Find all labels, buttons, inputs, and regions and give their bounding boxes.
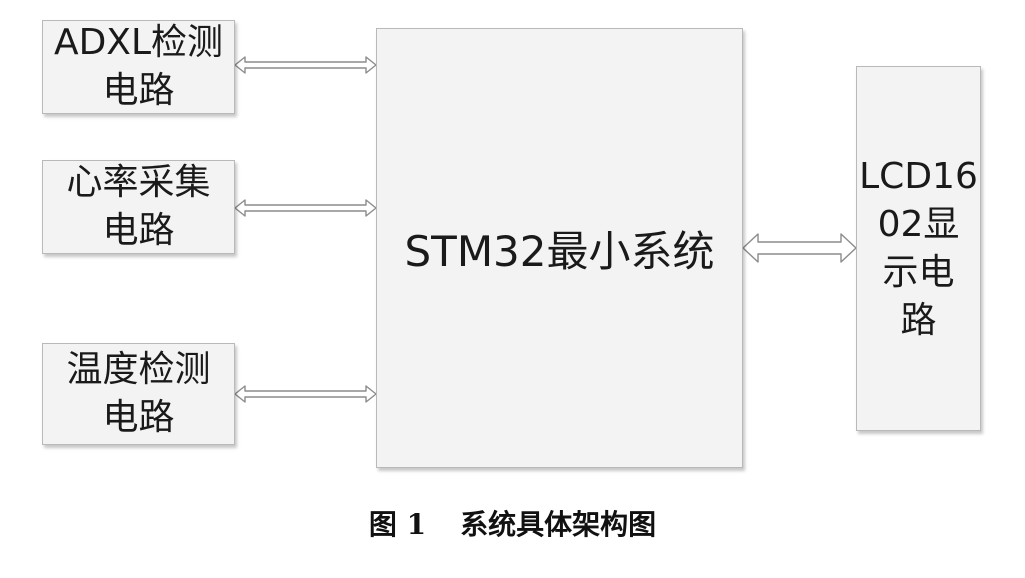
heart-rate-circuit-block: 心率采集 电路 [42,160,235,254]
arrow-mcu-lcd [742,233,857,263]
stm32-block-label: STM32最小系统 [404,226,715,276]
lcd-block-label-line1: LCD16 [859,155,978,197]
temperature-circuit-block: 温度检测 电路 [42,343,235,445]
temp-block-label-line2: 电路 [102,397,175,438]
arrow-adxl-mcu [234,56,377,74]
figure-title: 系统具体架构图 [460,508,657,541]
arrow-temp-mcu [234,385,377,403]
temp-block-label-line1: 温度检测 [66,349,211,390]
lcd-block-label-line4: 路 [900,299,937,341]
adxl-detection-circuit-block: ADXL检测 电路 [42,20,235,114]
lcd-block-label-line3: 示电 [882,251,955,293]
figure-caption: 图 1 系统具体架构图 [0,503,1025,543]
stm32-system-block: STM32最小系统 [376,28,743,468]
adxl-block-label-line2: 电路 [102,70,175,111]
arrow-heart-mcu [234,199,377,217]
lcd-display-circuit-block: LCD16 02显 示电 路 [856,66,981,431]
figure-number: 图 1 [368,508,427,541]
adxl-block-label-line1: ADXL检测 [53,22,224,63]
heart-block-label-line2: 电路 [102,210,175,251]
heart-block-label-line1: 心率采集 [66,162,211,203]
lcd-block-label-line2: 02显 [877,203,960,245]
